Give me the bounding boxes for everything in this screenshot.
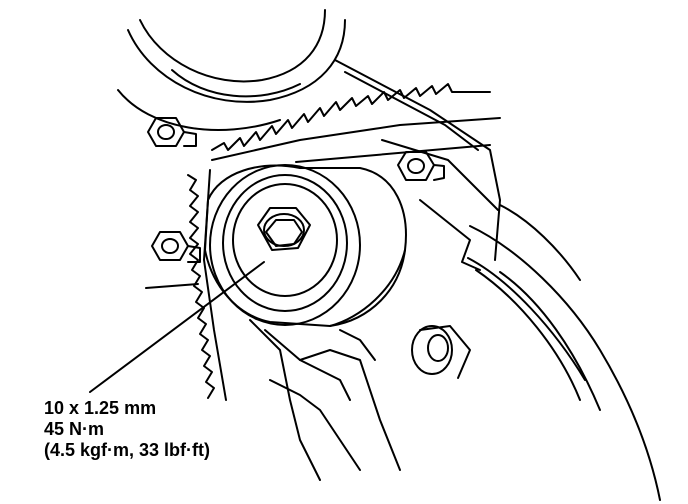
- upper-left-bolt: [147, 117, 197, 147]
- engine-housing: [334, 59, 661, 501]
- upper-pulley: [117, 9, 346, 131]
- torque-alt-text: (4.5 kgf·m, 33 lbf·ft): [44, 440, 211, 460]
- dowel-bushing: [411, 325, 471, 379]
- tensioner-bolt: [257, 207, 311, 251]
- right-bolt: [397, 151, 445, 181]
- torque-spec-callout: 10 x 1.25 mm 45 N·m (4.5 kgf·m, 33 lbf·f…: [44, 398, 210, 461]
- tensioner-pulley: [204, 164, 407, 327]
- lower-engine-block: [249, 319, 401, 481]
- torque-nm-text: 45 N·m: [44, 419, 105, 439]
- bolt-size-text: 10 x 1.25 mm: [44, 398, 157, 418]
- left-bolt: [151, 231, 201, 263]
- bolt-leader-line: [89, 261, 265, 393]
